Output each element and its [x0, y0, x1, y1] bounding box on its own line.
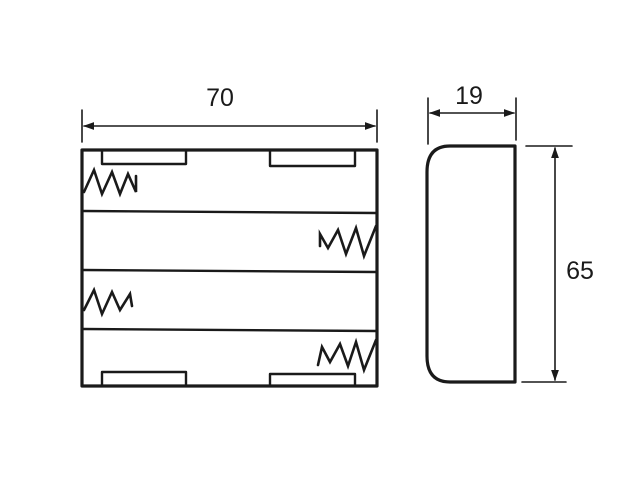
holder-body-outline — [80, 148, 379, 388]
contact-tab-top-right — [268, 149, 357, 168]
spring-icon-compartment-3 — [82, 286, 134, 318]
contact-tab-top-left — [100, 149, 188, 166]
holder-side-outline — [425, 144, 517, 384]
contact-tab-bottom-right — [268, 372, 357, 387]
front-view: 70 — [80, 84, 379, 388]
spring-icon-compartment-2 — [318, 223, 378, 261]
contact-tab-bottom-left — [100, 370, 188, 387]
depth-dimension: 19 — [427, 82, 517, 145]
depth-label: 19 — [455, 82, 483, 110]
width-label: 70 — [206, 84, 234, 112]
compartment-divider-2 — [81, 268, 378, 274]
height-dimension: 65 — [521, 145, 594, 383]
side-view: 19 65 — [425, 82, 594, 384]
compartment-divider-1 — [81, 209, 378, 215]
spring-icon-compartment-4 — [316, 337, 378, 375]
spring-icon-compartment-1 — [82, 166, 138, 198]
height-label: 65 — [566, 257, 594, 285]
width-dimension: 70 — [81, 84, 378, 143]
compartment-divider-3 — [81, 327, 378, 333]
